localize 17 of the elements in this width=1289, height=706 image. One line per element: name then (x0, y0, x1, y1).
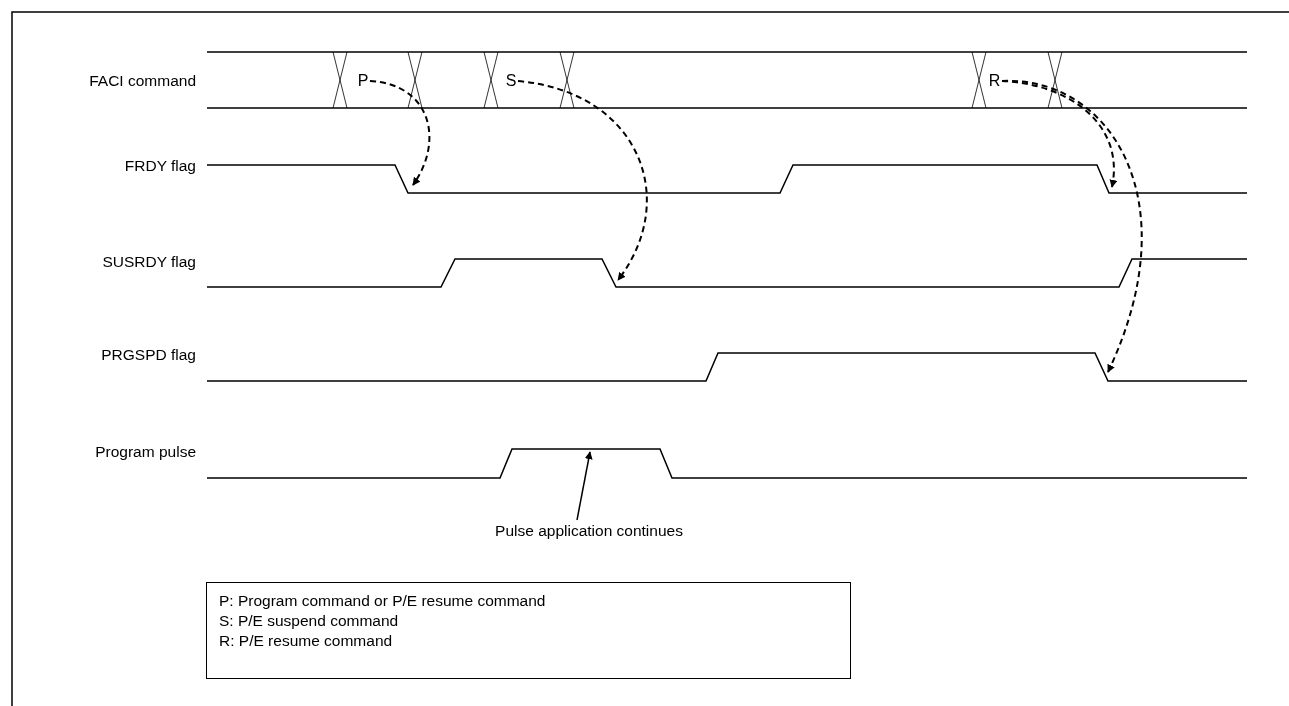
dashed-arrow (1001, 80, 1143, 373)
signal-name: FRDY flag (124, 156, 196, 176)
signal-name: SUSRDY flag (102, 252, 196, 272)
signal-name: Program pulse (95, 442, 196, 462)
command-letter: P (356, 71, 370, 91)
key-box (206, 582, 851, 679)
annotation-text: Pulse application continues (470, 520, 708, 542)
key-entry: S: P/E suspend command (219, 611, 400, 631)
key-entry: P: Program command or P/E resume command (219, 591, 547, 611)
command-letter: R (987, 71, 1002, 91)
dashed-arrow (369, 80, 431, 186)
key-entry: R: P/E resume command (219, 631, 394, 651)
leader-line (576, 451, 593, 521)
signal-name: PRGSPD flag (101, 345, 196, 365)
signal-name: FACI command (89, 71, 196, 91)
command-letter: S (504, 71, 518, 91)
dashed-arrow (517, 80, 648, 281)
